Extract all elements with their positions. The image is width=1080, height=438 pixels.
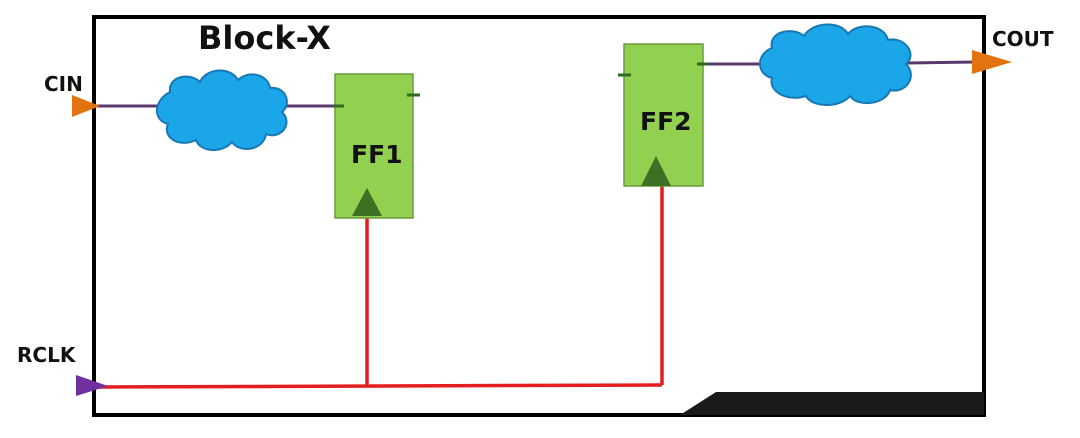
clock-trunk (97, 383, 663, 389)
clock-wires (97, 184, 664, 389)
wire-cloud2-to-cout (906, 60, 976, 65)
cout-label: COUT (992, 27, 1054, 51)
ff2-label: FF2 (640, 107, 692, 136)
ff2-clock-icon (641, 156, 671, 186)
ff1-label: FF1 (351, 140, 403, 169)
ff2-body (623, 43, 704, 187)
port-cin: CIN (44, 72, 100, 117)
dark-bar (680, 392, 984, 415)
block-title: Block-X (198, 19, 331, 57)
data-wires (96, 60, 976, 108)
port-rclk: RCLK (17, 343, 108, 396)
block-boundary (92, 15, 986, 417)
cin-arrow-icon (72, 95, 100, 117)
flip-flop-ff2: FF2 (618, 43, 707, 187)
cin-label: CIN (44, 72, 83, 96)
port-cout: COUT (972, 27, 1054, 74)
ff1-body (334, 73, 414, 219)
ff1-clock-icon (352, 188, 382, 216)
rclk-label: RCLK (17, 343, 77, 367)
flip-flop-ff1: FF1 (333, 73, 420, 219)
cout-arrow-icon (972, 50, 1012, 74)
logic-cloud-2 (759, 23, 912, 106)
logic-cloud-1 (156, 69, 288, 151)
rclk-arrow-icon (76, 375, 108, 396)
